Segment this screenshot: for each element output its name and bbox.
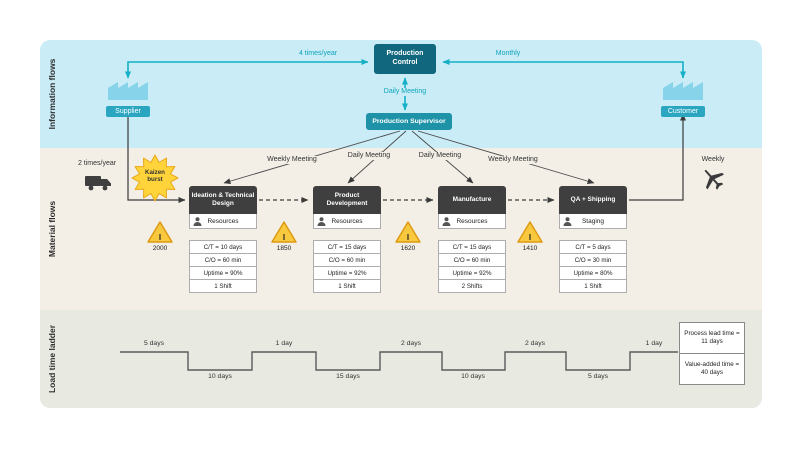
lead-time-summary-box: Process lead time = 11 days Value-added … [679, 322, 745, 385]
supplier: Supplier [106, 78, 150, 117]
meeting-label-3: Daily Meeting [412, 152, 468, 161]
shift-value: 1 Shift [189, 279, 257, 293]
meeting-label-4: Weekly Meeting [485, 156, 541, 165]
lead-time-ladder-band [40, 310, 762, 408]
control-supervisor-link-label: Daily Meeting [370, 88, 440, 97]
process-resource-label: Staging [581, 217, 605, 225]
process-data-box: C/T = 10 days C/O = 60 min Uptime = 90% … [189, 240, 257, 293]
svg-text:I: I [283, 233, 285, 242]
process-resource-label: Resources [456, 217, 488, 225]
process-title: QA + Shipping [559, 186, 627, 214]
uptime-value: Uptime = 92% [313, 266, 381, 280]
inventory-triangle-icon: I [517, 221, 543, 243]
information-flows-band-label: Information flows [47, 58, 57, 130]
inbound-frequency-label: 2 times/year [77, 160, 117, 167]
inventory-triangle-icon: I [395, 221, 421, 243]
cycle-time-value: C/T = 10 days [189, 240, 257, 254]
inventory-count: 1620 [400, 245, 416, 252]
process-resource-label: Resources [207, 217, 239, 225]
svg-text:I: I [159, 233, 161, 242]
worker-icon [193, 217, 202, 226]
inventory-count: 2000 [152, 245, 168, 252]
shift-value: 1 Shift [559, 279, 627, 293]
ladder-value: 10 days [461, 373, 485, 380]
process-box-ideation: Ideation & Technical Design Resources C/… [189, 186, 257, 293]
kaizen-burst-icon [131, 154, 179, 202]
supplier-label: Supplier [106, 106, 150, 117]
cycle-time-value: C/T = 15 days [438, 240, 506, 254]
process-title: Manufacture [438, 186, 506, 214]
inventory-count: 1410 [522, 245, 538, 252]
changeover-value: C/O = 60 min [189, 253, 257, 267]
ladder-value: 15 days [336, 373, 360, 380]
svg-text:I: I [407, 233, 409, 242]
svg-text:I: I [529, 233, 531, 242]
process-resource-box: Staging [559, 214, 627, 229]
process-resource-box: Resources [438, 214, 506, 229]
truck-icon [85, 176, 111, 191]
inventory-item: I 1410 [517, 220, 543, 253]
inventory-item: I 1850 [271, 220, 297, 253]
ladder-value: 1 day [275, 340, 293, 347]
process-lead-time: Process lead time = 11 days [679, 322, 745, 354]
changeover-value: C/O = 60 min [438, 253, 506, 267]
material-flows-band-label: Material flows [47, 200, 57, 258]
changeover-value: C/O = 30 min [559, 253, 627, 267]
uptime-value: Uptime = 90% [189, 266, 257, 280]
process-box-manufacture: Manufacture Resources C/T = 15 days C/O … [438, 186, 506, 293]
process-data-box: C/T = 15 days C/O = 60 min Uptime = 92% … [313, 240, 381, 293]
supplier-frequency-label: 4 times/year [298, 50, 338, 57]
process-resource-label: Resources [331, 217, 363, 225]
ladder-value: 10 days [208, 373, 232, 380]
production-supervisor-box: Production Supervisor [366, 113, 452, 130]
production-control-box: Production Control [374, 44, 436, 74]
worker-icon [563, 217, 572, 226]
uptime-value: Uptime = 80% [559, 266, 627, 280]
process-data-box: C/T = 15 days C/O = 60 min Uptime = 92% … [438, 240, 506, 293]
process-resource-box: Resources [313, 214, 381, 229]
shift-value: 2 Shifts [438, 279, 506, 293]
process-box-qa-shipping: QA + Shipping Staging C/T = 5 days C/O =… [559, 186, 627, 293]
cycle-time-value: C/T = 15 days [313, 240, 381, 254]
ladder-value: 1 day [645, 340, 663, 347]
meeting-label-1: Weekly Meeting [264, 156, 320, 165]
factory-icon [108, 82, 148, 100]
customer: Customer [661, 78, 705, 117]
uptime-value: Uptime = 92% [438, 266, 506, 280]
outbound-frequency-label: Weekly [701, 156, 725, 163]
shift-value: 1 Shift [313, 279, 381, 293]
customer-frequency-label: Monthly [495, 50, 521, 57]
value-added-time: Value-added time = 40 days [679, 353, 745, 385]
kaizen-burst-label: Kaizen burst [145, 169, 165, 184]
process-title: Ideation & Technical Design [189, 186, 257, 214]
worker-icon [442, 217, 451, 226]
ladder-value: 5 days [587, 373, 609, 380]
inventory-triangle-icon: I [147, 221, 173, 243]
factory-icon [663, 82, 703, 100]
kaizen-burst: Kaizen burst [131, 154, 179, 202]
lead-time-ladder-band-label: Load time ladder [47, 325, 57, 394]
process-title: Product Development [313, 186, 381, 214]
inventory-triangle-icon: I [271, 221, 297, 243]
process-box-product-development: Product Development Resources C/T = 15 d… [313, 186, 381, 293]
ladder-value: 2 days [400, 340, 422, 347]
process-data-box: C/T = 5 days C/O = 30 min Uptime = 80% 1… [559, 240, 627, 293]
worker-icon [317, 217, 326, 226]
airplane-icon [704, 169, 724, 190]
meeting-label-2: Daily Meeting [341, 152, 397, 161]
process-resource-box: Resources [189, 214, 257, 229]
inventory-item: I 1620 [395, 220, 421, 253]
cycle-time-value: C/T = 5 days [559, 240, 627, 254]
ladder-value: 5 days [143, 340, 165, 347]
inventory-count: 1850 [276, 245, 292, 252]
customer-label: Customer [661, 106, 705, 117]
inventory-item: I 2000 [147, 220, 173, 253]
changeover-value: C/O = 60 min [313, 253, 381, 267]
ladder-value: 2 days [524, 340, 546, 347]
